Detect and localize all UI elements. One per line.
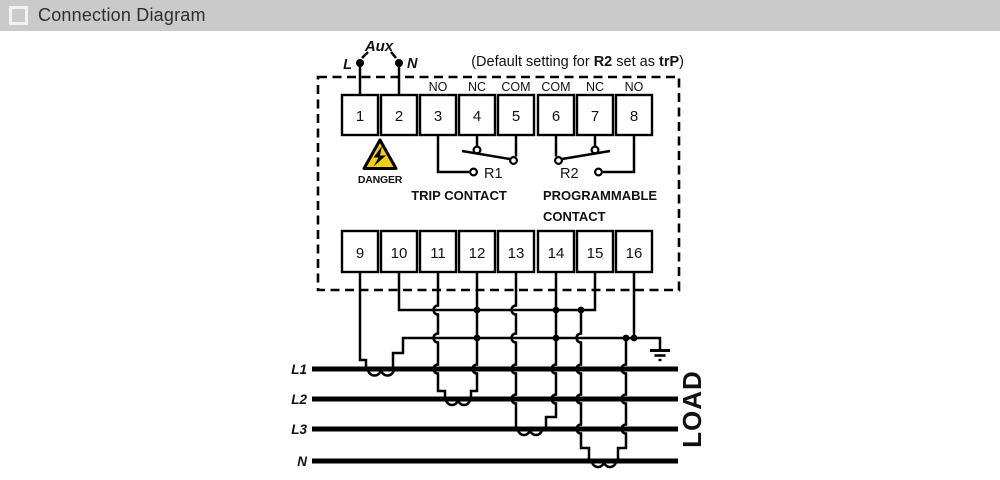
relay-r2-label: R2 <box>560 166 579 182</box>
page-title: Connection Diagram <box>38 5 206 25</box>
terminal-7: 7 <box>591 108 599 125</box>
device-outline <box>316 75 681 292</box>
phase-l3-label: L3 <box>291 422 307 437</box>
junction-dots <box>473 306 638 342</box>
terminal-15: 15 <box>587 245 604 262</box>
ground-icon <box>650 349 670 362</box>
terminal-16: 16 <box>626 245 643 262</box>
relay-r1-label: R1 <box>484 166 503 182</box>
terminal-4: 4 <box>473 108 481 125</box>
terminal-13: 13 <box>508 245 525 262</box>
terminal-14: 14 <box>548 245 565 262</box>
contact-type-labels: NO NC COM COM NC NO <box>429 80 644 94</box>
terminal-2: 2 <box>395 108 403 125</box>
terminal-6: 6 <box>552 108 560 125</box>
terminal-9: 9 <box>356 245 364 262</box>
aux-n-label: N <box>407 56 418 72</box>
label-no-1: NO <box>429 80 448 94</box>
programmable-contact-label-1: PROGRAMMABLE <box>543 188 657 203</box>
terminal-10: 10 <box>391 245 408 262</box>
ct-humps <box>366 368 618 469</box>
label-com-1: COM <box>501 80 530 94</box>
phase-n-label: N <box>297 454 307 469</box>
terminal-1: 1 <box>356 108 364 125</box>
label-nc-1: NC <box>468 80 486 94</box>
phase-l1-label: L1 <box>291 362 307 377</box>
label-com-2: COM <box>541 80 570 94</box>
section-header-bar: Connection Diagram <box>0 0 1000 31</box>
relay-r1-contact <box>436 135 519 177</box>
programmable-contact-label-2: CONTACT <box>543 209 606 224</box>
load-label: LOAD <box>677 370 707 448</box>
aux-n-node <box>395 59 403 67</box>
section-bullet-icon <box>9 6 28 25</box>
relay-r2-contact <box>553 135 636 177</box>
aux-label: Aux <box>364 38 394 55</box>
terminal-12: 12 <box>469 245 486 262</box>
trip-contact-label: TRIP CONTACT <box>411 188 507 203</box>
phase-labels: L1 L2 L3 N <box>291 362 307 469</box>
aux-l-label: L <box>343 57 352 73</box>
terminal-5: 5 <box>512 108 520 125</box>
lightning-bolt-icon <box>373 146 386 167</box>
label-nc-2: NC <box>586 80 604 94</box>
terminal-11: 11 <box>430 245 446 262</box>
aux-l-node <box>356 59 364 67</box>
danger-label: DANGER <box>358 174 403 186</box>
phase-l2-label: L2 <box>291 392 307 407</box>
danger-symbol: DANGER <box>358 138 403 186</box>
terminal-8: 8 <box>630 108 638 125</box>
terminal-3: 3 <box>434 108 442 125</box>
default-setting-note: (Default setting for R2 set as trP) <box>471 54 684 70</box>
terminal-block-bottom: 9 10 11 12 13 14 15 16 <box>340 229 654 274</box>
label-no-2: NO <box>625 80 644 94</box>
aux-supply-wires <box>358 51 401 95</box>
terminal-block-top: 1 2 3 4 5 6 7 8 <box>340 93 654 137</box>
